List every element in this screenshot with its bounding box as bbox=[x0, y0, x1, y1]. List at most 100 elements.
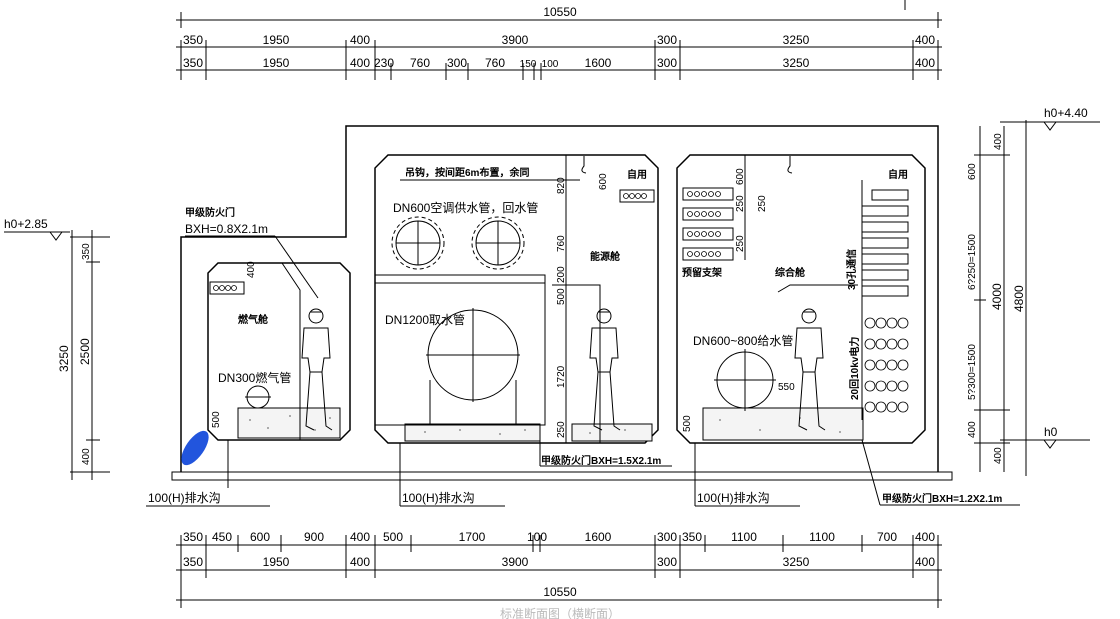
svg-text:250: 250 bbox=[735, 235, 746, 252]
energy-door bbox=[552, 284, 601, 443]
svg-text:400: 400 bbox=[915, 555, 935, 569]
svg-text:350: 350 bbox=[183, 530, 203, 544]
dim-comp-550: 550 bbox=[778, 382, 795, 393]
svg-text:1720: 1720 bbox=[556, 365, 567, 388]
svg-text:760: 760 bbox=[556, 235, 567, 252]
elev-left: h0+2.85 bbox=[4, 217, 48, 231]
svg-text:400: 400 bbox=[993, 447, 1004, 464]
mid-vertical-dims: 820 600 760 200 500 1720 250 bbox=[556, 173, 609, 438]
dim-top-r2-6: 300 bbox=[447, 56, 467, 70]
svg-text:1950: 1950 bbox=[263, 555, 290, 569]
svg-text:1600: 1600 bbox=[585, 530, 612, 544]
hook-note: 吊钩，按间距6m布置，余同 bbox=[405, 166, 529, 179]
gas-cabin-outline bbox=[207, 262, 351, 441]
power-cable-trays bbox=[864, 317, 909, 413]
dim-top-r2-10: 1600 bbox=[585, 56, 612, 70]
blue-marker bbox=[181, 430, 209, 466]
gas-pipe-label: DN300燃气管 bbox=[218, 370, 291, 385]
svg-text:600: 600 bbox=[598, 173, 609, 190]
dim-top-r2-12: 3250 bbox=[783, 56, 810, 70]
svg-text:600: 600 bbox=[250, 530, 270, 544]
comm-cable-label: 30孔通信 bbox=[845, 249, 858, 290]
svg-text:250: 250 bbox=[757, 195, 768, 212]
dim-comp-500: 500 bbox=[682, 415, 693, 432]
dim-gas-400: 400 bbox=[246, 261, 257, 278]
svg-text:6?250=1500: 6?250=1500 bbox=[967, 234, 978, 290]
dim-top-r2-5: 760 bbox=[410, 56, 430, 70]
water-pipe-label: DN600~800给水管 bbox=[693, 333, 793, 348]
top-dimension-chain: 10550 350 1950 400 3900 300 3250 400 350… bbox=[176, 0, 942, 80]
heat-pipe-label: DN1200取水管 bbox=[385, 312, 465, 327]
svg-text:900: 900 bbox=[304, 530, 324, 544]
svg-text:350: 350 bbox=[81, 243, 92, 260]
dim-bottom-overall: 10550 bbox=[543, 585, 577, 599]
svg-text:400: 400 bbox=[350, 555, 370, 569]
self-use-right: 自用 bbox=[888, 168, 908, 181]
comp-cabin-label: 综合舱 bbox=[775, 266, 806, 279]
svg-text:820: 820 bbox=[556, 177, 567, 194]
dim-top-r1-6: 3250 bbox=[783, 33, 810, 47]
svg-text:500: 500 bbox=[383, 530, 403, 544]
dim-top-overall: 10550 bbox=[543, 5, 577, 19]
svg-text:250: 250 bbox=[735, 195, 746, 212]
right-cable-trays bbox=[861, 189, 909, 297]
dim-top-r1-7: 400 bbox=[915, 33, 935, 47]
dim-right-total: 4800 bbox=[1012, 285, 1026, 312]
gas-cabin-label: 燃气舱 bbox=[238, 313, 269, 326]
dim-top-r2-1: 350 bbox=[183, 56, 203, 70]
svg-text:700: 700 bbox=[877, 530, 897, 544]
person-figures bbox=[301, 308, 826, 431]
dim-top-r2-9: 100 bbox=[542, 59, 559, 70]
energy-cabin: 吊钩，按间距6m布置，余同 DN600空调供水管，回水管 DN1200取水管 能… bbox=[374, 155, 672, 467]
dim-top-r2-13: 400 bbox=[915, 56, 935, 70]
elev-right-top: h0+4.40 bbox=[1044, 106, 1088, 120]
svg-text:350: 350 bbox=[183, 555, 203, 569]
svg-text:400: 400 bbox=[350, 530, 370, 544]
svg-text:3900: 3900 bbox=[502, 555, 529, 569]
svg-text:300: 300 bbox=[657, 530, 677, 544]
svg-text:500: 500 bbox=[556, 288, 567, 305]
dim-top-r2-3: 400 bbox=[350, 56, 370, 70]
right-vertical-dims: h0+4.40 h0 400 600 6?250=1500 5?300=1500… bbox=[967, 106, 1100, 476]
svg-text:400: 400 bbox=[993, 133, 1004, 150]
elev-right-bot: h0 bbox=[1044, 425, 1058, 439]
svg-text:2500: 2500 bbox=[78, 338, 92, 365]
self-use-mid: 自用 bbox=[627, 168, 647, 181]
svg-text:5?300=1500: 5?300=1500 bbox=[967, 344, 978, 400]
fire-door-mid: 甲级防火门BXH=1.5X2.1m bbox=[541, 454, 661, 467]
drain-right: 100(H)排水沟 bbox=[697, 491, 770, 505]
svg-text:400: 400 bbox=[915, 530, 935, 544]
energy-cabin-label: 能源舱 bbox=[590, 250, 621, 263]
drain-left: 100(H)排水沟 bbox=[148, 491, 221, 505]
drain-labels: 100(H)排水沟 100(H)排水沟 100(H)排水沟 bbox=[146, 440, 800, 507]
svg-text:1100: 1100 bbox=[809, 530, 835, 544]
energy-cabin-outline bbox=[374, 154, 659, 444]
svg-text:450: 450 bbox=[212, 530, 232, 544]
dim-top-r1-2: 1950 bbox=[263, 33, 290, 47]
hook-icon bbox=[581, 156, 587, 174]
svg-text:350: 350 bbox=[682, 530, 702, 544]
svg-text:400: 400 bbox=[81, 448, 92, 465]
dim-top-r2-4: 230 bbox=[374, 56, 394, 70]
gas-cabin: 甲级防火门 BXH=0.8X2.1m 400 燃气舱 DN300燃气管 500 bbox=[185, 206, 319, 440]
left-vertical-dims: h0+2.85 3250 350 2500 400 bbox=[4, 217, 110, 480]
dim-right-inner: 4000 bbox=[990, 283, 1004, 310]
svg-text:3250: 3250 bbox=[783, 555, 810, 569]
dim-top-r2-2: 1950 bbox=[263, 56, 290, 70]
fire-door-left-size: BXH=0.8X2.1m bbox=[185, 222, 268, 236]
dim-top-r1-5: 300 bbox=[657, 33, 677, 47]
bracket-label: 预留支架 bbox=[682, 266, 722, 279]
dim-top-r2-11: 300 bbox=[657, 56, 677, 70]
structure-outline bbox=[171, 125, 953, 481]
power-cable-label: 20回10kv电力 bbox=[848, 337, 861, 400]
svg-text:100: 100 bbox=[527, 530, 547, 544]
drain-mid: 100(H)排水沟 bbox=[402, 491, 475, 505]
bottom-dimension-chain: 350 450 600 900 400 500 1700 100 1600 30… bbox=[176, 530, 942, 608]
left-cable-trays bbox=[682, 187, 734, 261]
dim-gas-500: 500 bbox=[211, 411, 222, 428]
svg-text:250: 250 bbox=[556, 421, 567, 438]
person-icon-1 bbox=[301, 308, 333, 431]
svg-text:400: 400 bbox=[967, 421, 978, 438]
svg-text:300: 300 bbox=[657, 555, 677, 569]
gas-door bbox=[281, 262, 301, 440]
